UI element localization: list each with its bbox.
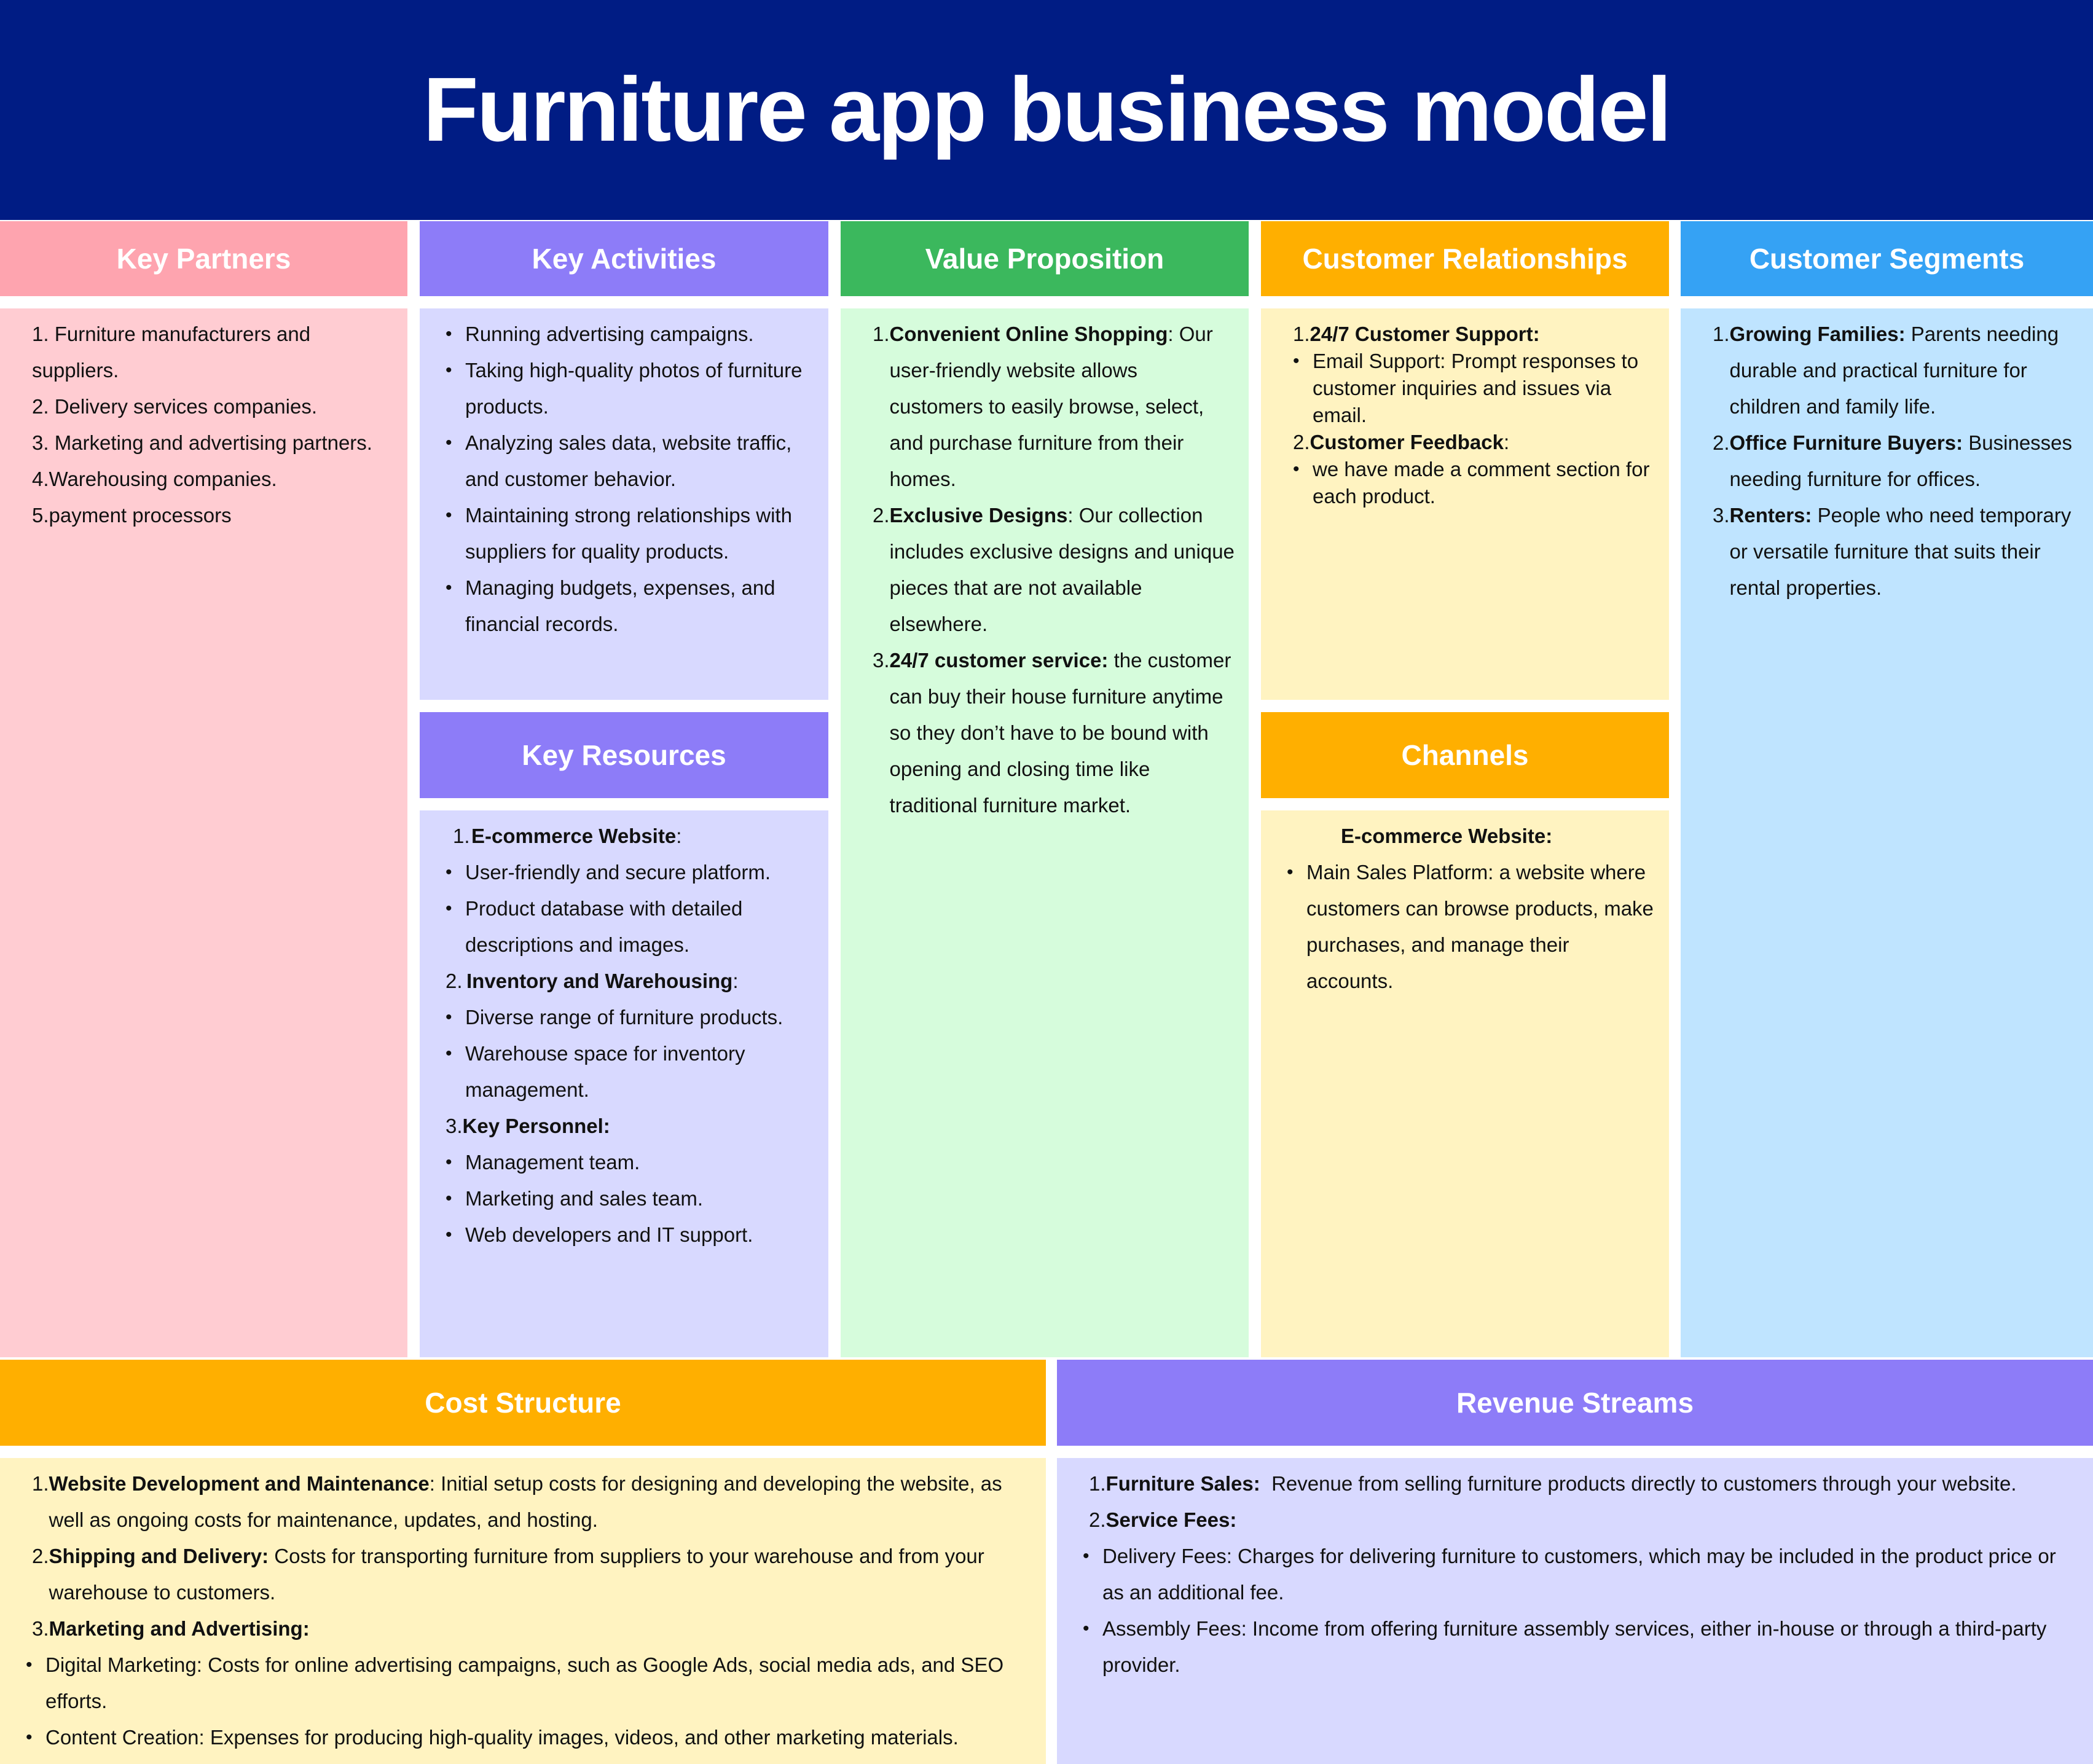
customer-segments-header: Customer Segments [1681,221,2093,296]
list-item: •Management team. [446,1144,820,1180]
list-item: 3.24/7 customer service: the customer ca… [873,649,1231,817]
list-item: 2.Shipping and Delivery: Costs for trans… [32,1545,984,1604]
bullet-icon: • [446,1225,452,1245]
cost-structure-panel: 1.Website Development and Maintenance: I… [0,1458,1046,1764]
section-heading: 2.Customer Feedback: [1293,431,1510,453]
list-item: •Web developers and IT support. [446,1217,820,1253]
bullet-icon: • [446,898,452,919]
bullet-icon: • [446,862,452,882]
page-title: Furniture app business model [423,59,1671,160]
section-heading: E-commerce Website: [1341,825,1553,847]
channels-panel: E-commerce Website: •Main Sales Platform… [1261,810,1669,1357]
list-item: •Assembly Fees: Income from offering fur… [1083,1610,2081,1683]
cost-structure-header: Cost Structure [0,1360,1046,1446]
bullet-icon: • [446,324,452,344]
list-item: 4.Warehousing companies. [32,468,277,490]
list-item: •User-friendly and secure platform. [446,854,820,890]
list-item: •Maintaining strong relationships with s… [446,497,820,570]
list-item: •Digital Marketing: Costs for online adv… [26,1647,1009,1719]
list-item: 3.Renters: People who need temporary or … [1713,504,2071,599]
bullet-icon: • [446,360,452,380]
section-heading: 3. Key Personnel: [446,1115,610,1137]
list-item: 2. Delivery services companies. [32,395,317,418]
list-item: •Product database with detailed descript… [446,890,820,963]
revenue-streams-panel: 1.Furniture Sales: Revenue from selling … [1057,1458,2093,1764]
key-resources-header: Key Resources [420,712,828,798]
list-item: 3. Marketing and advertising partners. [32,431,372,454]
list-item: •we have made a comment section for each… [1293,456,1657,510]
list-item: 1.Growing Families: Parents needing dura… [1713,323,2059,418]
channels-header: Channels [1261,712,1669,798]
key-resources-title: Key Resources [522,739,726,771]
bullet-icon: • [1293,351,1300,371]
bullet-icon: • [446,1007,452,1027]
value-proposition-header: Value Proposition [841,221,1249,296]
list-item: 1.Website Development and Maintenance: I… [32,1472,1002,1531]
bullet-icon: • [1083,1546,1090,1566]
list-item: •Running advertising campaigns. [446,316,820,352]
list-item: •Analyzing sales data, website traffic, … [446,425,820,497]
revenue-streams-title: Revenue Streams [1456,1387,1694,1419]
list-item: •Marketing and sales team. [446,1180,820,1217]
bullet-icon: • [446,433,452,453]
bullet-icon: • [1083,1618,1090,1639]
key-activities-panel: •Running advertising campaigns. •Taking … [420,308,828,700]
bullet-icon: • [1287,862,1294,882]
bullet-icon: • [446,1188,452,1209]
key-resources-panel: 1. E-commerce Website: •User-friendly an… [420,810,828,1357]
list-item: 1.Convenient Online Shopping: Our user-f… [873,323,1213,490]
bullet-icon: • [446,505,452,525]
bullet-icon: • [1293,459,1300,479]
key-partners-header: Key Partners [0,221,407,296]
value-proposition-panel: 1.Convenient Online Shopping: Our user-f… [841,308,1249,1357]
list-item: 3.Marketing and Advertising: [32,1617,310,1640]
list-item: 5.payment processors [32,504,232,527]
list-item: 2.Exclusive Designs: Our collection incl… [873,504,1235,635]
list-item: •Managing budgets, expenses, and financi… [446,570,820,642]
section-heading: 1.24/7 Customer Support: [1293,323,1540,345]
key-activities-title: Key Activities [532,243,717,275]
list-item: •Diverse range of furniture products. [446,999,820,1035]
channels-title: Channels [1401,739,1529,771]
customer-relationships-header: Customer Relationships [1261,221,1669,296]
section-heading: 2. Inventory and Warehousing: [446,970,739,992]
list-item: 2.Office Furniture Buyers: Businesses ne… [1713,431,2073,490]
title-banner: Furniture app business model [0,0,2093,220]
bullet-icon: • [446,1043,452,1064]
list-item: •Warehouse space for inventory managemen… [446,1035,820,1108]
cost-structure-title: Cost Structure [425,1387,621,1419]
bullet-icon: • [26,1655,33,1675]
bullet-icon: • [446,578,452,598]
bullet-icon: • [446,1152,452,1172]
list-item: •Main Sales Platform: a website where cu… [1287,854,1657,999]
value-proposition-title: Value Proposition [925,243,1164,275]
key-partners-panel: 1. Furniture manufacturers and suppliers… [0,308,407,1357]
list-item: 1. Furniture manufacturers and suppliers… [32,323,311,382]
revenue-streams-header: Revenue Streams [1057,1360,2093,1446]
key-activities-header: Key Activities [420,221,828,296]
list-item: •Email Support: Prompt responses to cust… [1293,348,1657,429]
customer-relationships-title: Customer Relationships [1302,243,1628,275]
list-item: 2.Service Fees: [1089,1508,1237,1531]
customer-segments-panel: 1.Growing Families: Parents needing dura… [1681,308,2093,1357]
section-heading: 1. E-commerce Website: [453,825,682,847]
customer-relationships-panel: 1.24/7 Customer Support: •Email Support:… [1261,308,1669,700]
list-item: •Delivery Fees: Charges for delivering f… [1083,1538,2081,1610]
list-item: •Taking high-quality photos of furniture… [446,352,820,425]
key-partners-title: Key Partners [116,243,291,275]
list-item: •Content Creation: Expenses for producin… [26,1719,1009,1755]
bullet-icon: • [26,1727,33,1747]
customer-segments-title: Customer Segments [1749,243,2025,275]
list-item: 1.Furniture Sales: Revenue from selling … [1089,1472,2017,1495]
